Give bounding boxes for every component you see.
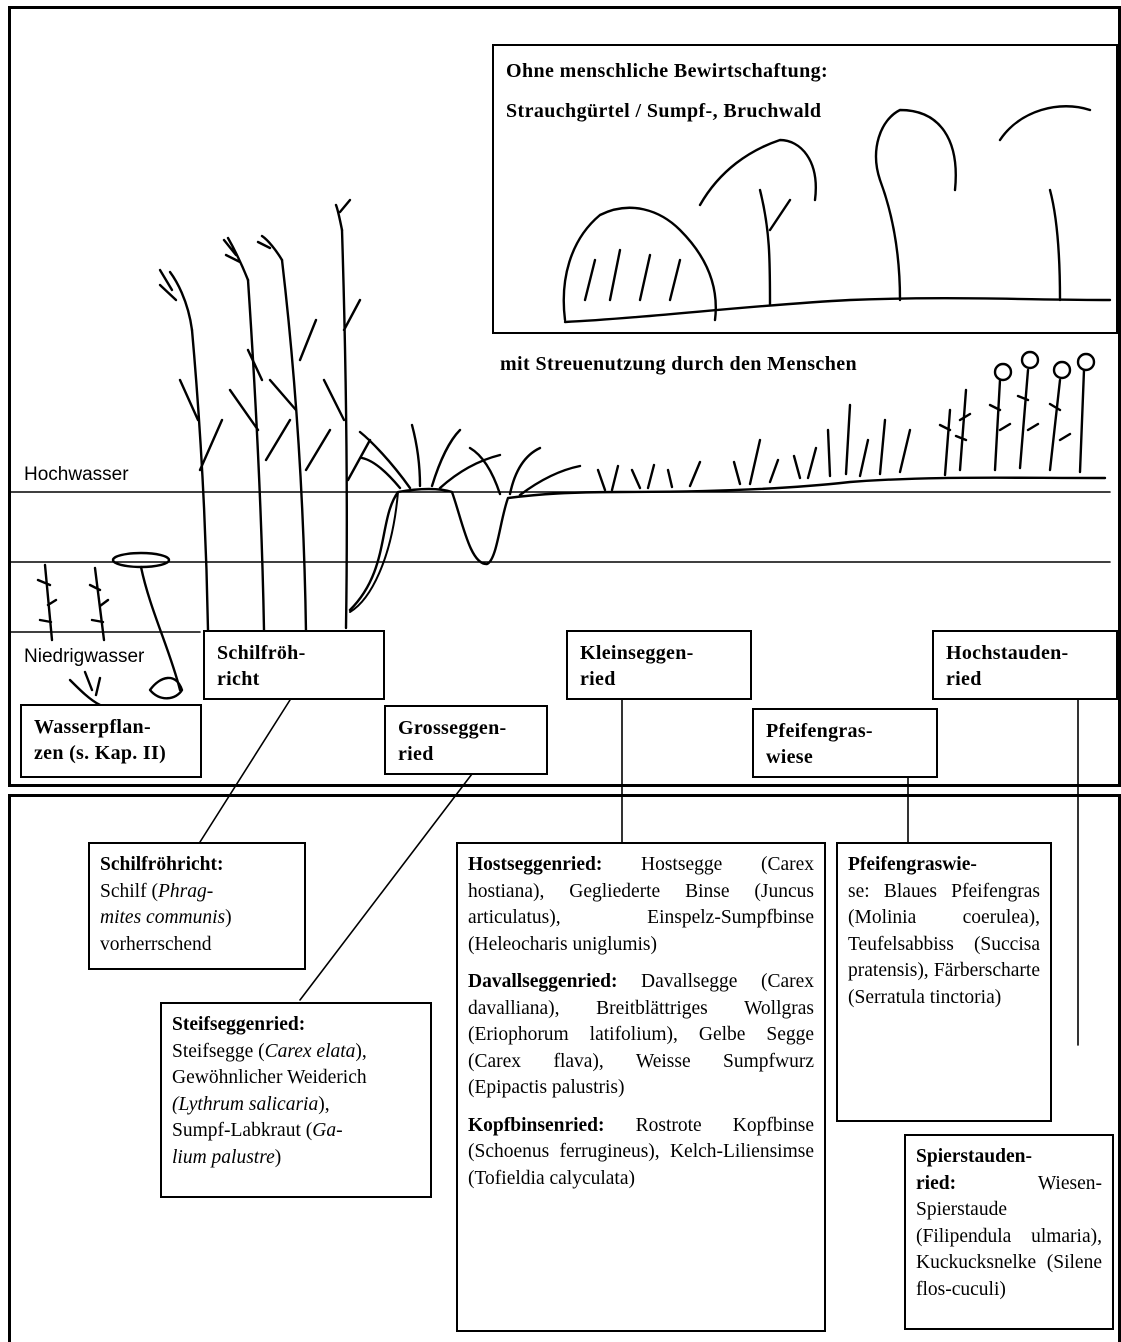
desc-text: Steifsegge ( [172, 1041, 265, 1062]
desc-species: mites communis [100, 907, 225, 928]
desc-pfeifengraswiese: Pfeifengraswie- se: Blaues Pfeifengras (… [836, 842, 1052, 1122]
desc-title: Spierstauden- [916, 1146, 1032, 1167]
zone-label-line: zen (s. Kap. II) [34, 740, 188, 766]
zone-label-grosseggen: Grosseggen- ried [384, 705, 548, 775]
zone-label-line: ried [580, 666, 738, 692]
zone-label-line: richt [217, 666, 371, 692]
zone-label-line: Wasserpflan- [34, 714, 188, 740]
desc-text: ), [355, 1041, 366, 1062]
zone-label-line: Pfeifengras- [766, 718, 924, 744]
desc-title: Schilfröhricht: [100, 854, 223, 875]
water-lily-leaf [113, 553, 169, 567]
desc-title: Kopfbinsenried: [468, 1115, 605, 1136]
desc-title: Hostseggenried: [468, 854, 602, 875]
zone-label-hochstauden: Hochstauden- ried [932, 630, 1118, 700]
desc-text: Gewöhnlicher Weiderich [172, 1067, 367, 1088]
desc-species: Ga- [312, 1120, 342, 1141]
desc-steifseggenried: Steifseggenried: Steifsegge (Carex elata… [160, 1002, 432, 1198]
desc-text: Sumpf-Labkraut ( [172, 1120, 312, 1141]
desc-text: Schilf ( [100, 881, 158, 902]
aquatic-plant-2 [90, 568, 108, 640]
desc-species: Carex elata [265, 1041, 356, 1062]
desc-title: Pfeifengraswie- [848, 854, 977, 875]
zone-label-line: Grosseggen- [398, 715, 534, 741]
desc-text: ) [225, 907, 232, 928]
desc-title: Steifseggenried: [172, 1014, 305, 1035]
zone-label-line: Schilfröh- [217, 640, 371, 666]
no-management-box [492, 44, 1118, 334]
sedge-tussock-2 [470, 448, 580, 495]
hochwasser-label: Hochwasser [24, 464, 129, 486]
zone-label-line: Kleinseggen- [580, 640, 738, 666]
desc-text: ), [318, 1094, 329, 1115]
zone-label-line: ried [398, 741, 534, 767]
zone-label-line: ried [946, 666, 1104, 692]
desc-species: lium palustre [172, 1147, 275, 1168]
desc-title: ried: [916, 1173, 956, 1194]
desc-species: Phrag- [158, 881, 213, 902]
zone-label-line: wiese [766, 744, 924, 770]
niedrigwasser-label: Niedrigwasser [24, 646, 144, 668]
aquatic-plant-1 [38, 565, 56, 640]
zone-label-line: Hochstauden- [946, 640, 1104, 666]
desc-text: ) [275, 1147, 282, 1168]
desc-spierstaudenried: Spierstauden- ried: Wiesen-Spierstaude (… [904, 1134, 1114, 1330]
tall-herbs [940, 352, 1094, 475]
zone-label-pfeifengras: Pfeifengras- wiese [752, 708, 938, 778]
small-sedges [598, 405, 910, 490]
desc-title: Davallseggenried: [468, 971, 617, 992]
zone-label-schilf: Schilfröh- richt [203, 630, 385, 700]
desc-text: se: Blaues Pfeifengras (Molinia coerulea… [848, 881, 1040, 1008]
reed-stems [160, 200, 370, 632]
zone-label-kleinseggen: Kleinseggen- ried [566, 630, 752, 700]
no-management-subtitle: Strauchgürtel / Sumpf-, Bruchwald [506, 100, 821, 123]
ground-profile [350, 478, 1105, 610]
no-management-title: Ohne menschliche Bewirtschaftung: [506, 60, 828, 83]
desc-kleinseggen-group: Hostseggenried: Hostsegge (Carex hostian… [456, 842, 826, 1332]
desc-species: (Lythrum salicaria [172, 1094, 318, 1115]
zone-label-wasserpflanzen: Wasserpflan- zen (s. Kap. II) [20, 704, 202, 778]
desc-text: vorherrschend [100, 934, 212, 955]
streue-caption: mit Streuenutzung durch den Menschen [500, 353, 857, 376]
desc-schilfroehricht: Schilfröhricht: Schilf (Phrag- mites com… [88, 842, 306, 970]
